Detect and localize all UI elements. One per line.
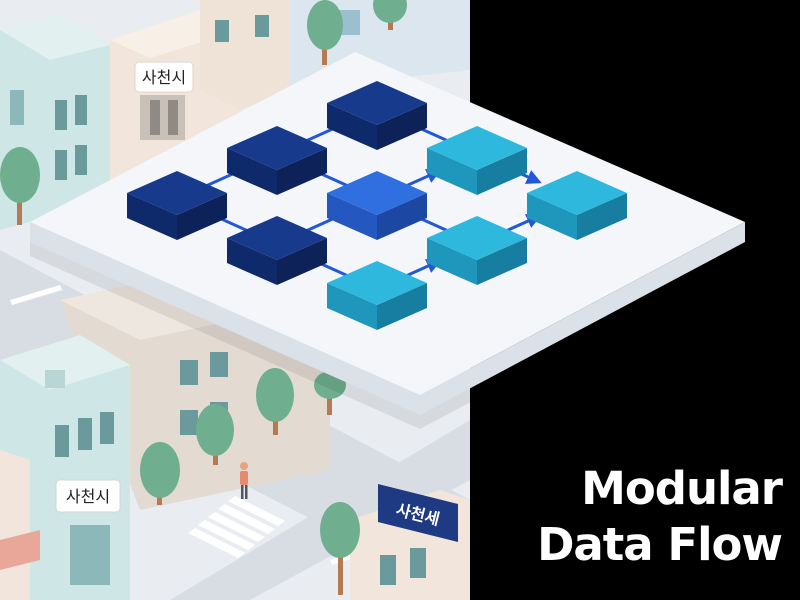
headline-line-2: Data Flow <box>537 518 783 571</box>
crosswalk <box>188 496 285 558</box>
tree-icon <box>307 0 343 65</box>
street-cross <box>170 420 470 600</box>
tree-icon <box>320 502 360 595</box>
tree-icon <box>196 404 234 465</box>
tree-icon <box>140 442 180 505</box>
module-m7 <box>327 261 427 330</box>
headline-line-1: Modular <box>581 462 783 515</box>
sign-upper-left: 사천시 <box>134 61 194 93</box>
module-m6 <box>427 126 527 195</box>
module-m5 <box>327 171 427 240</box>
road-marking <box>10 285 62 305</box>
module-m3 <box>327 81 427 150</box>
sign-lower-left: 사천시 <box>55 479 121 513</box>
tree-icon <box>256 368 294 435</box>
module-m2 <box>227 126 327 195</box>
module-m4 <box>227 216 327 285</box>
module-m9 <box>527 171 627 240</box>
diagram-modules <box>127 81 627 330</box>
sign-upper-left-label: 사천시 <box>142 68 186 87</box>
module-m1 <box>127 171 227 240</box>
tree-icon <box>0 147 40 225</box>
sign-lower-left-label: 사천시 <box>66 487 110 506</box>
building-lower-far-left <box>0 450 40 600</box>
pedestrian-icon <box>240 462 248 499</box>
sign-lower-right: 사천세 <box>378 484 458 542</box>
tree-icon <box>373 0 407 30</box>
module-m8 <box>427 216 527 285</box>
